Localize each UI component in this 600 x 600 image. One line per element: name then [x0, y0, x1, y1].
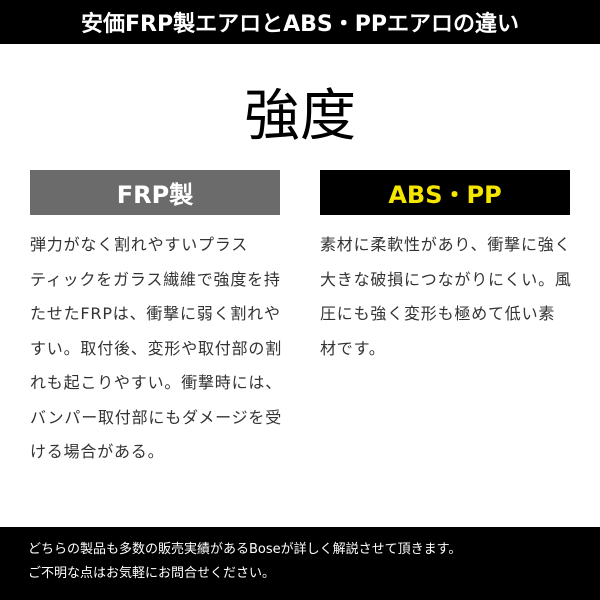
- frp-description-line: 弾力がなく割れやすいプラス: [30, 235, 249, 254]
- abs-pp-description: 素材に柔軟性があり、衝撃に強く 大きな破損につながりにくい。風 圧にも強く変形も…: [320, 228, 574, 366]
- footer-line: どちらの製品も多数の販売実績があるBoseが詳しく解説させて頂きます。: [28, 542, 462, 557]
- frp-description-line: すい。取付後、変形や取付部の割: [30, 338, 283, 358]
- abs-pp-description-line: 圧にも強く変形も極めて低い素: [320, 304, 556, 323]
- abs-pp-description-line: 素材に柔軟性があり、衝撃に強く: [320, 235, 572, 254]
- frp-label: FRP製: [30, 170, 280, 215]
- section-title: 強度: [244, 84, 356, 149]
- frp-description: 弾力がなく割れやすいプラス ティックをガラス繊維で強度を持 たせたFRPは、衝撃…: [30, 228, 286, 470]
- frp-description-line: バンパー取付部にもダメージを受: [30, 407, 283, 427]
- frp-description-line: ティックをガラス繊維で強度を持: [30, 269, 281, 289]
- footer-banner: どちらの製品も多数の販売実績があるBoseが詳しく解説させて頂きます。 ご不明な…: [0, 527, 600, 600]
- header-banner: 安価FRP製エアロとABS・PPエアロの違い: [0, 0, 600, 44]
- abs-pp-label: ABS・PP: [320, 170, 570, 215]
- abs-pp-description-line: 大きな破損につながりにくい。風: [320, 269, 572, 289]
- frp-description-line: れも起こりやすい。衝撃時には、: [30, 373, 283, 392]
- abs-pp-description-line: 材です。: [320, 338, 386, 358]
- frp-description-line: たせたFRPは、衝撃に弱く割れや: [30, 304, 281, 323]
- footer-line: ご不明な点はお気軽にお問合せください。: [28, 566, 276, 581]
- header-title: 安価FRP製エアロとABS・PPエアロの違い: [81, 12, 519, 37]
- frp-description-line: ける場合がある。: [30, 442, 165, 461]
